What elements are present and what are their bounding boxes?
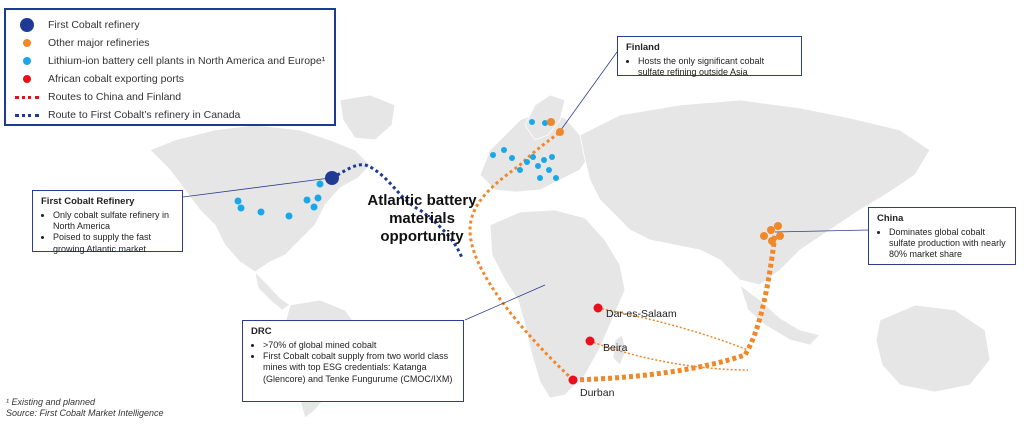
battery-plant-dot [285,212,293,220]
land-masses [149,94,991,419]
port-dot-durban [568,375,578,385]
navy-dot-icon [20,18,34,32]
callout-bullet: Dominates global cobalt sulfate producti… [889,227,1007,261]
battery-plant-dot [546,167,552,173]
routes [331,130,778,383]
refinery-dot [760,232,768,240]
legend-label: Lithium-ion battery cell plants in North… [48,55,326,67]
battery-plant-dot [257,208,265,216]
battery-plant-dot [303,196,311,204]
first-cobalt-refinery-dot [325,171,339,185]
drc-callout: DRC >70% of global mined cobalt First Co… [242,320,464,402]
cyan-dot-icon [23,57,31,65]
callout-title: First Cobalt Refinery [41,196,135,207]
africa [489,209,626,399]
refinery-dot [774,222,782,230]
battery-plant-dot [529,119,535,125]
port-label-beira: Beira [603,342,628,354]
port-label-durban: Durban [580,387,615,399]
battery-plant-dot [549,154,555,160]
battery-plant-dot [310,203,318,211]
madagascar [612,334,627,366]
port-dot-beira [585,336,595,346]
battery-plants [234,119,559,220]
callout-title: Finland [626,42,660,53]
battery-plant-dot [316,180,324,188]
route-dar-china [597,307,749,351]
north-america [149,124,371,273]
battery-plant-dot [234,197,242,205]
asia [579,99,931,286]
legend-item-ports: African cobalt exporting ports [14,70,326,88]
legend-label: African cobalt exporting ports [48,73,184,85]
southeast-asia [739,283,821,346]
battery-plant-dot [535,163,541,169]
callout-title: China [877,213,904,224]
scandinavia [524,94,566,141]
legend-label: Routes to China and Finland [48,91,182,103]
legend-item-route-canada: Route to First Cobalt’s refinery in Cana… [14,106,326,124]
australia [875,304,991,393]
battery-plant-dot [530,154,536,160]
footnote-existing: ¹ Existing and planned [6,397,96,407]
red-dot-icon [23,75,31,83]
port-label-dar-es-salaam: Dar-es-Salaam [606,308,677,320]
battery-plant-dot [314,194,322,202]
first-cobalt-callout: First Cobalt Refinery Only cobalt sulfat… [32,190,183,255]
china-callout: China Dominates global cobalt sulfate pr… [868,207,1016,265]
central-america [254,270,291,311]
battery-plant-dot [490,152,496,158]
leader-lines [182,51,869,321]
legend-label: First Cobalt refinery [48,19,140,31]
refinery-dot [776,232,784,240]
route-to-finland [468,130,575,382]
battery-plant-dot [541,157,547,163]
callout-bullet: Poised to supply the fast growing Atlant… [53,232,174,255]
legend-item-routes-china-finland: Routes to China and Finland [14,88,326,106]
red-dotted-line-icon [15,95,39,99]
route-to-china [572,234,778,383]
greenland [339,94,396,141]
battery-plant-dot [537,175,543,181]
battery-plant-dot [501,147,507,153]
battery-plant-dot [517,167,523,173]
refinery-dot [767,226,775,234]
callout-title: DRC [251,326,272,337]
legend-item-battery-plants: Lithium-ion battery cell plants in North… [14,52,326,70]
callout-bullet: Only cobalt sulfate refinery in North Am… [53,210,174,233]
battery-plant-dot [524,159,530,165]
callout-bullet: First Cobalt cobalt supply from two worl… [263,351,455,385]
footnote-source: Source: First Cobalt Market Intelligence [6,408,164,418]
port-dot-dar-es-salaam [593,303,603,313]
legend-label: Route to First Cobalt’s refinery in Cana… [48,109,241,121]
legend-label: Other major refineries [48,37,150,49]
refinery-dot [547,118,555,126]
battery-plant-dot [509,155,515,161]
battery-plant-dot [553,175,559,181]
navy-dotted-line-icon [15,113,39,117]
african-ports [568,303,603,385]
legend-item-other-refineries: Other major refineries [14,34,326,52]
atlantic-opportunity-label: Atlantic battery materials opportunity [367,192,477,245]
battery-plant-dot [542,120,548,126]
refinery-dot [556,128,564,136]
callout-bullet: Hosts the only significant cobalt sulfat… [638,56,793,79]
route-to-canada [331,163,464,259]
route-beira-china [589,340,749,371]
legend-item-first-cobalt: First Cobalt refinery [14,16,326,34]
refinery-dot [768,237,776,245]
callout-bullet: >70% of global mined cobalt [263,340,455,351]
other-refineries [547,118,784,245]
battery-plant-dot [237,204,245,212]
finland-callout: Finland Hosts the only significant cobal… [617,36,802,79]
legend: First Cobalt refinery Other major refine… [4,8,336,126]
orange-dot-icon [23,39,31,47]
